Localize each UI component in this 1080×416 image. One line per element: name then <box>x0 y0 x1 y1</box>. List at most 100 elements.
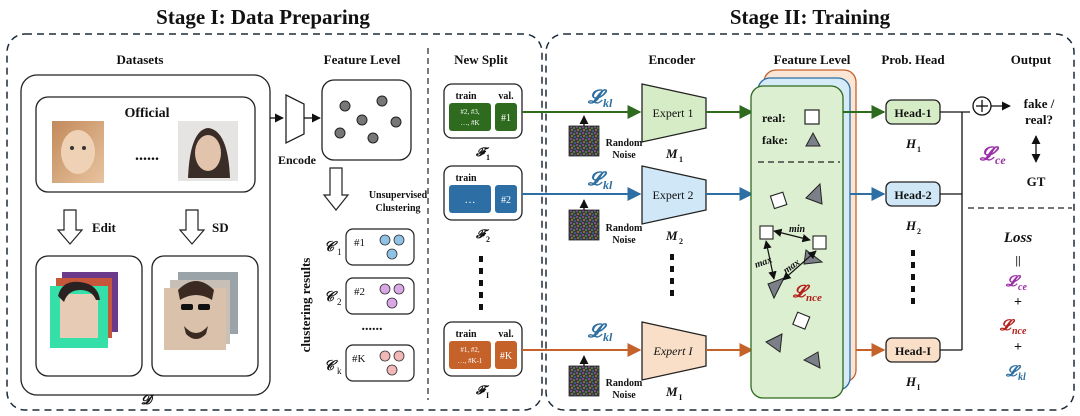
cluster-ck-label: 𝒞 <box>324 359 338 374</box>
official-face-1 <box>52 121 104 183</box>
fold-2: train … #2 𝓕 2 <box>443 165 523 244</box>
clustering-results-label: clustering results <box>298 258 313 353</box>
expert-I: Expert I M I <box>641 321 707 402</box>
expert-I-label: Expert I <box>653 344 694 358</box>
fold-I-train-line2: …, #K-1 <box>458 357 483 365</box>
lkl-I-sub: kl <box>603 330 613 344</box>
noise-2-noise: Noise <box>612 235 636 246</box>
cluster-c1-sub: 1 <box>337 247 342 257</box>
expert-1-m: M <box>665 146 678 161</box>
cluster-row-k: 𝒞 k #K <box>324 344 415 382</box>
lkl-1-sub: kl <box>603 96 613 110</box>
sd-result-box <box>151 255 259 377</box>
stage1-title: Stage I: Data Preparing <box>156 5 370 29</box>
fold-1-val-label: val. <box>498 91 514 102</box>
noise-I: Random Noise <box>568 355 643 401</box>
feature-level-header: Feature Level <box>774 52 851 67</box>
head-I: Head-I H I <box>885 337 941 392</box>
head-1-label: Head-1 <box>894 106 931 120</box>
head-1: Head-1 H 1 <box>885 99 941 154</box>
datasets-box <box>20 74 271 396</box>
lce-output-sub: ce <box>995 153 1006 167</box>
gt-label: GT <box>1027 174 1046 189</box>
min-label: min <box>789 224 806 235</box>
fold-2-train-label: train <box>455 173 477 184</box>
unsupervised-label: Unsupervised <box>369 190 428 201</box>
expert-vertical-dots <box>670 254 674 296</box>
fold-vertical-dots <box>479 256 483 310</box>
cluster-k-tag: #K <box>352 353 366 365</box>
noise-1: Random Noise <box>568 115 643 161</box>
fold-I-train-line1: #1, #2, <box>460 346 480 354</box>
loss-plus-2: + <box>1014 340 1022 355</box>
loss-lnce: 𝓛 nce <box>999 318 1027 337</box>
clustering-arrow <box>322 167 350 211</box>
official-box <box>35 96 256 193</box>
official-label: Official <box>124 106 169 121</box>
expert-1-label: Expert 1 <box>653 106 694 120</box>
clustering-label: Clustering <box>376 203 421 214</box>
noise-2-random: Random <box>606 223 643 234</box>
loss-lkl-sub: kl <box>1018 372 1026 383</box>
noise-1-noise: Noise <box>612 150 636 161</box>
feature-level-label-1: Feature Level <box>324 52 401 67</box>
lkl-2-sub: kl <box>603 178 613 192</box>
lnce-in-panel: 𝓛 nce <box>792 282 822 304</box>
legend-real-label: real: <box>762 111 786 125</box>
head-vertical-dots <box>911 250 915 304</box>
lkl-I: 𝓛 kl <box>587 321 613 344</box>
sd-label: SD <box>212 220 229 235</box>
aggregation-lines <box>940 111 970 351</box>
loss-lnce-sub: nce <box>1012 326 1027 337</box>
cluster-1-tag: #1 <box>354 237 365 249</box>
fold-I-val-tag: #K <box>500 351 513 362</box>
output-header: Output <box>1011 52 1052 67</box>
sum-node <box>972 96 992 116</box>
expert-I-m-sub: I <box>679 393 682 402</box>
encoder-header: Encoder <box>649 52 696 67</box>
head-2-h-sub: 2 <box>917 227 921 236</box>
expert-1-m-sub: 1 <box>679 155 683 164</box>
expert-2: Expert 2 M 2 <box>641 165 707 246</box>
noise-I-noise: Noise <box>612 390 636 401</box>
loss-equals: || <box>1015 253 1020 267</box>
cluster-ck-sub: k <box>337 366 342 376</box>
legend-fake-triangle <box>805 131 821 147</box>
loss-lce: 𝓛 ce <box>1005 274 1027 293</box>
cluster-c2-label: 𝒞 <box>324 290 338 305</box>
loss-title: Loss <box>1003 230 1033 246</box>
expert-2-label: Expert 2 <box>653 188 694 202</box>
cluster-row-1: 𝒞 1 #1 <box>324 228 415 266</box>
cluster-ellipsis: ...... <box>362 319 383 334</box>
fold-2-f-sub: 2 <box>486 235 490 244</box>
fold-1-train-line2: …, #K <box>460 119 479 127</box>
fold-I: train val. #1, #2, …, #K-1 #K 𝓕 I <box>443 321 523 400</box>
cluster-c2-sub: 2 <box>337 297 342 307</box>
official-face-2 <box>178 121 238 181</box>
max-arrow-2 <box>782 250 817 281</box>
max-arrow-1 <box>763 240 777 280</box>
feature-scatter-box <box>321 79 412 161</box>
legend-real-square <box>804 109 820 125</box>
head-I-label: Head-I <box>895 344 931 358</box>
head-2-h: H <box>905 218 917 233</box>
head-2: Head-2 H 2 <box>885 181 941 236</box>
output-fake-real-2: real? <box>1025 112 1053 127</box>
expert-1: Expert 1 M 1 <box>641 83 707 164</box>
cluster-2-tag: #2 <box>354 286 365 298</box>
lkl-2: 𝓛 kl <box>587 169 613 192</box>
fold-I-train-label: train <box>455 329 477 340</box>
fold-1: train val. #2, #3, …, #K #1 𝓕 1 <box>443 83 523 162</box>
fold-1-train-line1: #2, #3, <box>460 108 480 116</box>
feature-points <box>334 95 402 144</box>
loss-lkl: 𝓛 kl <box>1005 364 1026 383</box>
noise-1-random: Random <box>606 138 643 149</box>
expert-I-m: M <box>665 384 678 399</box>
legend-fake-label: fake: <box>762 133 788 147</box>
noise-2: Random Noise <box>568 199 643 246</box>
sd-arrow <box>178 209 206 245</box>
fold-1-val-tag: #1 <box>501 113 511 124</box>
cluster-row-2: 𝒞 2 #2 <box>324 277 415 315</box>
new-split-label: New Split <box>454 52 508 67</box>
